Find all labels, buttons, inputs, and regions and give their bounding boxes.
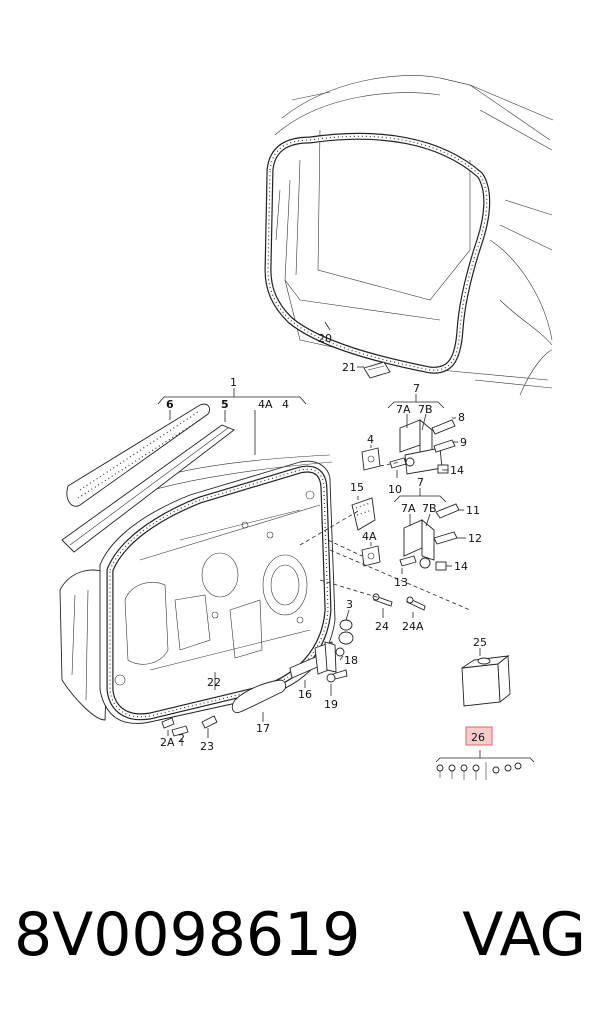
label-12: 12 [468,532,482,545]
label-7A-upper: 7A [396,403,411,416]
callout-labels: 1 2 2A 3 4 4A 4 4A 5 6 7 7 7A 7B 7A 7B 8… [160,332,487,753]
bracket-4 [361,447,381,471]
door-check-16 [289,641,337,679]
screw-set-26 [435,726,535,780]
label-4: 4 [367,433,374,446]
label-10: 10 [388,483,402,496]
trim-strip-17 [231,679,287,714]
vehicle-body-outline [274,75,554,396]
label-6: 6 [166,398,174,411]
label-4A: 4A [362,530,377,543]
caption-bar: 8V0098619 VAG [0,880,600,990]
grommet-3 [338,619,354,645]
label-24A: 24A [402,620,424,633]
label-17: 17 [256,722,270,735]
label-23: 23 [200,740,214,753]
leader-lines [157,321,481,746]
label-7-lower: 7 [417,476,424,489]
upper-hinge-7 [399,419,456,475]
clip-23 [201,715,218,729]
brand-name: VAG [462,900,586,970]
label-5: 5 [221,398,229,411]
label-16: 16 [298,688,312,701]
label-7-upper: 7 [413,382,420,395]
label-14-upper: 14 [450,464,464,477]
door-lock-15 [351,497,376,531]
pin-24 [372,593,393,607]
highlight-26 [465,726,493,746]
door-shell [59,454,336,724]
bolt-10 [389,457,407,469]
label-14-lower: 14 [454,560,468,573]
bottle-25 [461,655,511,707]
screw-18 [335,647,345,657]
sealing-strip-6 [66,403,211,507]
part-number: 8V0098619 [14,900,361,970]
label-8: 8 [458,411,465,424]
label-7B-upper: 7B [418,403,433,416]
screw-19 [326,669,348,683]
label-7B-lower: 7B [422,502,437,515]
lower-hinge-7 [399,503,460,571]
label-26: 26 [471,731,485,744]
label-7A-lower: 7A [401,502,416,515]
label-15: 15 [350,481,364,494]
label-4A-top: 4A [258,398,273,411]
label-18: 18 [344,654,358,667]
label-11: 11 [466,504,480,517]
label-24: 24 [375,620,389,633]
seal-clip-21 [363,361,391,379]
label-19: 19 [324,698,338,711]
label-21: 21 [342,361,356,374]
label-13: 13 [394,576,408,589]
label-9: 9 [460,436,467,449]
clip-2A [161,717,175,729]
label-20: 20 [318,332,332,345]
label-25: 25 [473,636,487,649]
label-3: 3 [346,598,353,611]
label-2: 2 [178,732,185,745]
label-4-top: 4 [282,398,289,411]
exploded-door-diagram: 1 2 2A 3 4 4A 4 4A 5 6 7 7 7A 7B 7A 7B 8… [59,75,554,780]
label-2A: 2A [160,736,175,749]
label-1: 1 [230,376,237,389]
door-opening-seal [264,132,491,374]
clip-2 [171,725,189,737]
bracket-4A [361,545,381,567]
window-channel-5 [61,424,235,553]
label-22: 22 [207,676,221,689]
pin-24A [406,596,426,611]
